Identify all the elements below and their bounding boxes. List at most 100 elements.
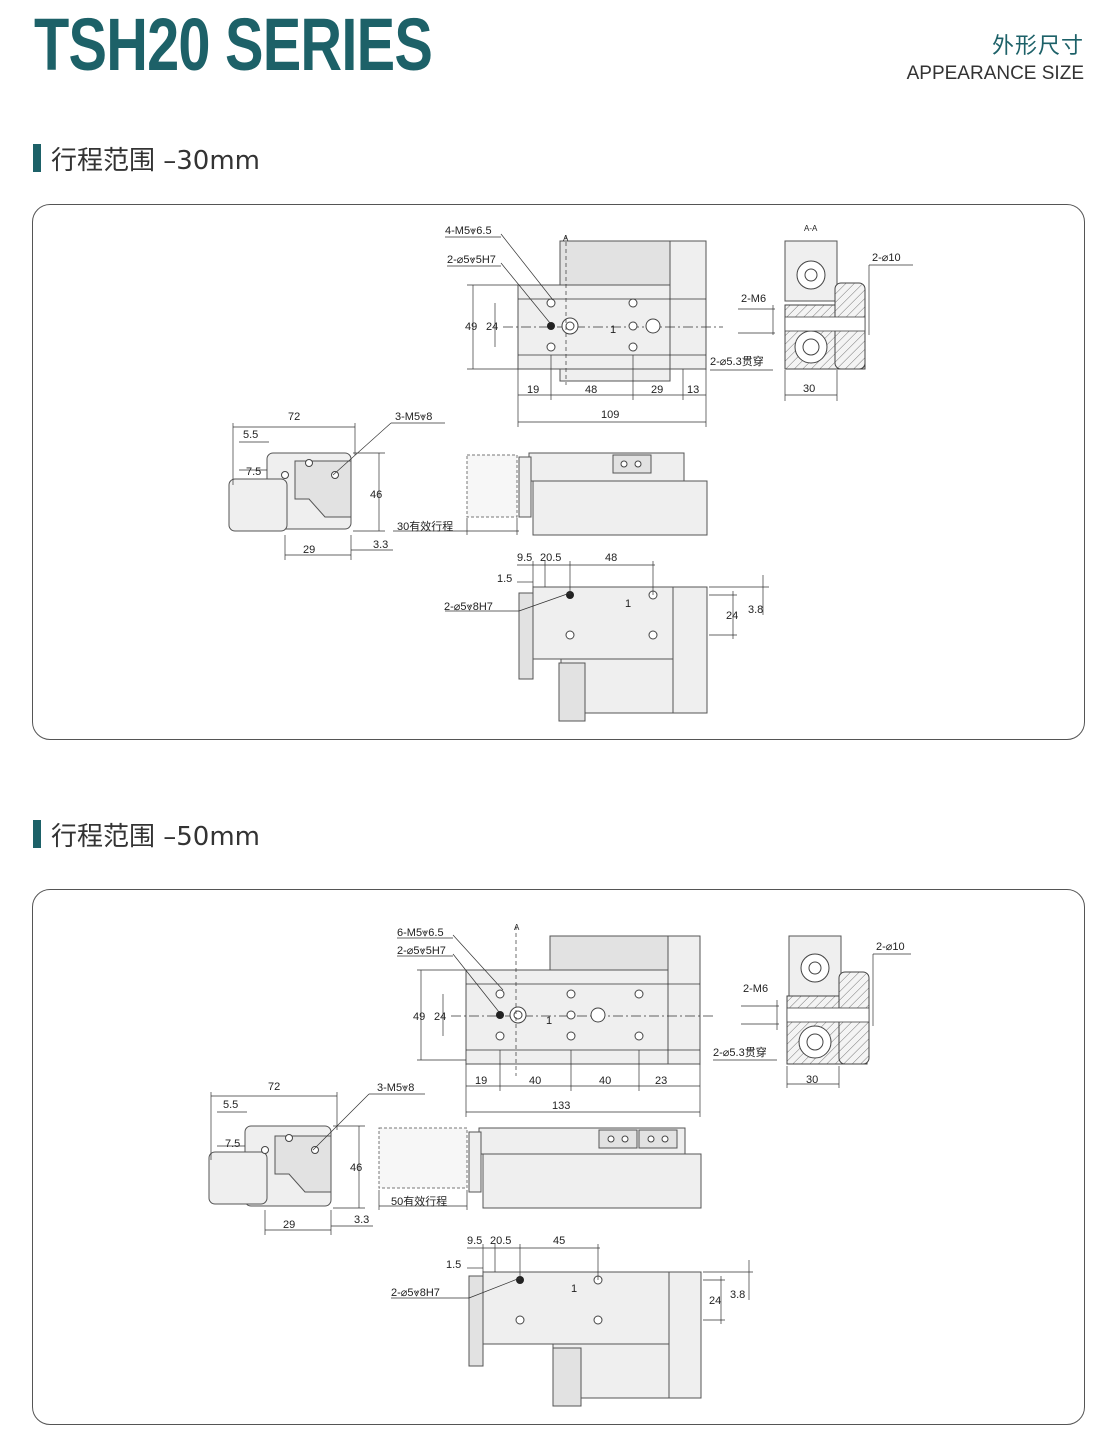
mount-hole <box>546 342 556 352</box>
stroke-label: 30有效行程 <box>397 519 453 533</box>
section-heading-text: 行程范围 –50mm <box>51 821 261 852</box>
end-block <box>667 935 701 1065</box>
front-block <box>612 454 652 474</box>
dim-total: 133 <box>552 1100 570 1112</box>
top-view: 6-M5⩔6.5 2-⌀5⩔5H7 49 24 1 19 40 40 23 13… <box>397 923 713 1117</box>
side-view: 72 5.5 7.5 3-M5⩔8 46 29 3.3 <box>208 1081 425 1235</box>
dim-20-5: 20.5 <box>540 552 561 564</box>
series-title: TSH20 SERIES <box>34 3 433 86</box>
front-block <box>598 1129 638 1149</box>
section-bar <box>33 820 41 848</box>
drawing-50: 6-M5⩔6.5 2-⌀5⩔5H7 49 24 1 19 40 40 23 13… <box>208 923 911 1407</box>
section-bore-inner <box>802 338 820 356</box>
callout-holes: 6-M5⩔6.5 <box>397 927 444 939</box>
bottom-view: 9.5 20.5 48 1.5 2-⌀5⩔8H7 1 24 3.8 <box>444 552 769 722</box>
dim-7-5: 7.5 <box>225 1138 240 1150</box>
dim-46: 46 <box>370 489 382 501</box>
section-bar <box>33 144 41 172</box>
side-view: 72 5.5 7.5 3-M5⩔8 46 29 3.3 <box>228 411 445 560</box>
callout-pin: 2-⌀5⩔5H7 <box>397 945 446 957</box>
dim-49: 49 <box>465 321 477 333</box>
dim-72: 72 <box>288 411 300 423</box>
top-view: 4-M5⩔6.5 2-⌀5⩔5H7 49 24 1 19 48 29 13 10… <box>445 225 723 427</box>
bore-hole <box>645 318 661 334</box>
end-view-label: A-A <box>804 224 818 233</box>
dim-1-5: 1.5 <box>497 573 512 585</box>
bottom-body <box>482 1271 670 1345</box>
callout-pin: 2-⌀5⩔5H7 <box>447 254 496 266</box>
front-lower <box>532 480 708 536</box>
side-hole <box>305 459 313 467</box>
side-callout: 3-M5⩔8 <box>377 1082 414 1094</box>
end-block <box>669 240 707 370</box>
side-motor <box>208 1151 268 1205</box>
side-motor <box>228 478 288 532</box>
bottom-end <box>672 586 708 714</box>
bottom-dim-1: 1 <box>625 598 631 610</box>
callout-thread: 2-M6 <box>743 983 768 995</box>
dim-1: 1 <box>610 324 616 336</box>
dim-7-5: 7.5 <box>246 466 261 478</box>
dim-24: 24 <box>434 1011 446 1023</box>
cn-title: 外形尺寸 <box>991 34 1084 59</box>
slot-hole <box>628 321 638 331</box>
callout-bore: 2-⌀10 <box>876 941 905 953</box>
dim-bottom-3: 13 <box>687 384 699 396</box>
dim-end-width: 30 <box>806 1074 818 1086</box>
dim-29: 29 <box>283 1219 295 1231</box>
bottom-dim-24: 24 <box>726 610 738 622</box>
dim-5-5: 5.5 <box>243 429 258 441</box>
pin-hole <box>496 1011 504 1019</box>
bottom-dim-3-8: 3.8 <box>748 604 763 616</box>
dim-20-5: 20.5 <box>490 1235 511 1247</box>
end-view: 2-⌀10 2-M6 2-⌀5.3贯穿 30 <box>713 935 911 1088</box>
bottom-dim-3-8: 3.8 <box>730 1289 745 1301</box>
dim-1-5: 1.5 <box>446 1259 461 1271</box>
drawing-panel-30: 4-M5⩔6.5 2-⌀5⩔5H7 49 24 1 19 48 29 13 10… <box>32 204 1085 740</box>
stroke-ghost <box>466 454 518 518</box>
dim-bottom-2: 40 <box>599 1075 611 1087</box>
slider-block <box>549 935 669 971</box>
dim-bottom-0: 19 <box>527 384 539 396</box>
bottom-callout: 2-⌀5⩔8H7 <box>391 1287 440 1299</box>
dim-bottom-2: 29 <box>651 384 663 396</box>
dim-bottom-1: 40 <box>529 1075 541 1087</box>
dim-bottom-3: 23 <box>655 1075 667 1087</box>
dim-48: 45 <box>553 1235 565 1247</box>
mount-hole <box>546 298 556 308</box>
dim-9-5: 9.5 <box>467 1235 482 1247</box>
en-title: APPEARANCE SIZE <box>906 63 1084 84</box>
bottom-dim-24: 24 <box>709 1295 721 1307</box>
callout-thread: 2-M6 <box>741 293 766 305</box>
dim-3-3: 3.3 <box>354 1214 369 1226</box>
dim-5-5: 5.5 <box>223 1099 238 1111</box>
callout-thru: 2-⌀5.3贯穿 <box>710 354 764 368</box>
bottom-plate <box>468 1275 484 1367</box>
callout-bore: 2-⌀10 <box>872 252 901 264</box>
drawing-panel-50: 6-M5⩔6.5 2-⌀5⩔5H7 49 24 1 19 40 40 23 13… <box>32 889 1085 1425</box>
dim-end-width: 30 <box>803 383 815 395</box>
front-plate <box>518 456 532 518</box>
section-heading-text: 行程范围 –30mm <box>51 145 261 176</box>
section-mark: A <box>563 234 569 243</box>
section-heading-30: 行程范围 –30mm <box>33 143 260 176</box>
side-hole <box>281 471 289 479</box>
dim-72: 72 <box>268 1081 280 1093</box>
dim-bottom-0: 19 <box>475 1075 487 1087</box>
bottom-motor <box>558 662 586 722</box>
bottom-view: 9.5 20.5 45 1.5 2-⌀5⩔8H7 1 24 3.8 <box>391 1235 753 1407</box>
stroke-label: 50有效行程 <box>391 1194 447 1208</box>
bottom-motor <box>552 1347 582 1407</box>
slider-block <box>559 240 671 286</box>
side-hole <box>331 471 339 479</box>
bottom-dim-1: 1 <box>571 1283 577 1295</box>
dim-29: 29 <box>303 544 315 556</box>
body-plate <box>465 969 701 1065</box>
dim-total: 109 <box>601 409 619 421</box>
front-block <box>638 1129 678 1149</box>
side-callout: 3-M5⩔8 <box>395 411 432 423</box>
bottom-callout: 2-⌀5⩔8H7 <box>444 601 493 613</box>
end-view: A-A 2-⌀10 2-M6 2-⌀5.3贯穿 30 <box>710 224 913 401</box>
motor-shaft <box>804 268 818 282</box>
bottom-end <box>668 1271 702 1399</box>
